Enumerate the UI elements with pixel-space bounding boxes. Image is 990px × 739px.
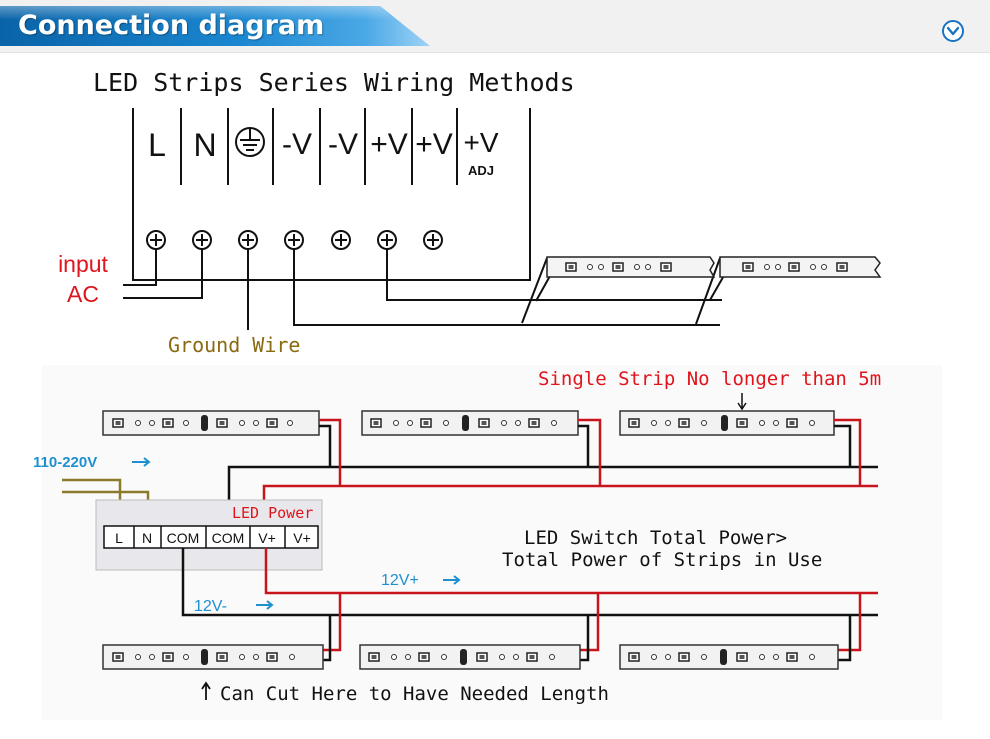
note-arrow-icon bbox=[737, 393, 747, 411]
adj-label: ADJ bbox=[468, 163, 494, 178]
bottom-upper-strip-1 bbox=[102, 410, 320, 436]
negative-label: 12V- bbox=[194, 598, 227, 615]
positive-label: 12V+ bbox=[381, 572, 419, 589]
terminal-label-l: L bbox=[148, 127, 166, 163]
module-terminal-com-2: COM bbox=[212, 530, 245, 546]
switch-note-line2: Total Power of Strips in Use bbox=[502, 549, 822, 571]
module-terminal-v-plus-1: V+ bbox=[258, 530, 276, 546]
module-terminal-l: L bbox=[115, 530, 123, 546]
voltage-label: 110-220V bbox=[33, 454, 97, 471]
input-label-line2: AC bbox=[67, 281, 99, 307]
ground-wire-label: Ground Wire bbox=[168, 333, 300, 357]
single-strip-note: Single Strip No longer than 5m bbox=[538, 368, 881, 390]
module-terminal-v-plus-2: V+ bbox=[293, 530, 311, 546]
terminal-label-pos-v-adj: +V bbox=[463, 127, 498, 158]
bottom-lower-strip-3 bbox=[619, 644, 839, 670]
cut-note: Can Cut Here to Have Needed Length bbox=[220, 683, 609, 705]
power-supply-box: L N -V -V +V +V +V ADJ bbox=[132, 108, 531, 281]
terminal-label-neg-v-1: -V bbox=[282, 128, 312, 161]
module-terminal-com-1: COM bbox=[167, 530, 200, 546]
voltage-arrow-icon bbox=[132, 457, 151, 467]
input-label-line1: input bbox=[58, 251, 108, 277]
lower-bus-wires bbox=[181, 548, 878, 662]
section-title: Connection diagram bbox=[0, 6, 430, 46]
cut-arrow-icon bbox=[201, 681, 211, 700]
terminal-label-neg-v-2: -V bbox=[328, 128, 358, 161]
top-led-strip-1 bbox=[546, 256, 716, 278]
chevron-down-circle-icon[interactable] bbox=[942, 20, 964, 42]
bottom-upper-strip-2 bbox=[361, 410, 579, 436]
terminal-label-pos-v-1: +V bbox=[370, 128, 408, 161]
top-led-strip-2 bbox=[719, 256, 882, 278]
switch-note-line1: LED Switch Total Power> bbox=[524, 527, 787, 549]
module-terminal-n: N bbox=[142, 530, 152, 546]
terminal-label-pos-v-2: +V bbox=[415, 128, 453, 161]
bottom-lower-strip-1 bbox=[102, 644, 324, 670]
terminal-label-n: N bbox=[193, 127, 216, 163]
negative-arrow-icon bbox=[256, 600, 274, 610]
top-diagram-title: LED Strips Series Wiring Methods bbox=[93, 68, 575, 97]
positive-arrow-icon bbox=[443, 575, 461, 585]
ground-symbol-icon bbox=[235, 127, 265, 157]
led-power-module bbox=[95, 499, 323, 571]
power-module-label: LED Power bbox=[232, 504, 313, 522]
bottom-lower-strip-2 bbox=[359, 644, 581, 670]
bottom-upper-strip-3 bbox=[619, 410, 835, 436]
